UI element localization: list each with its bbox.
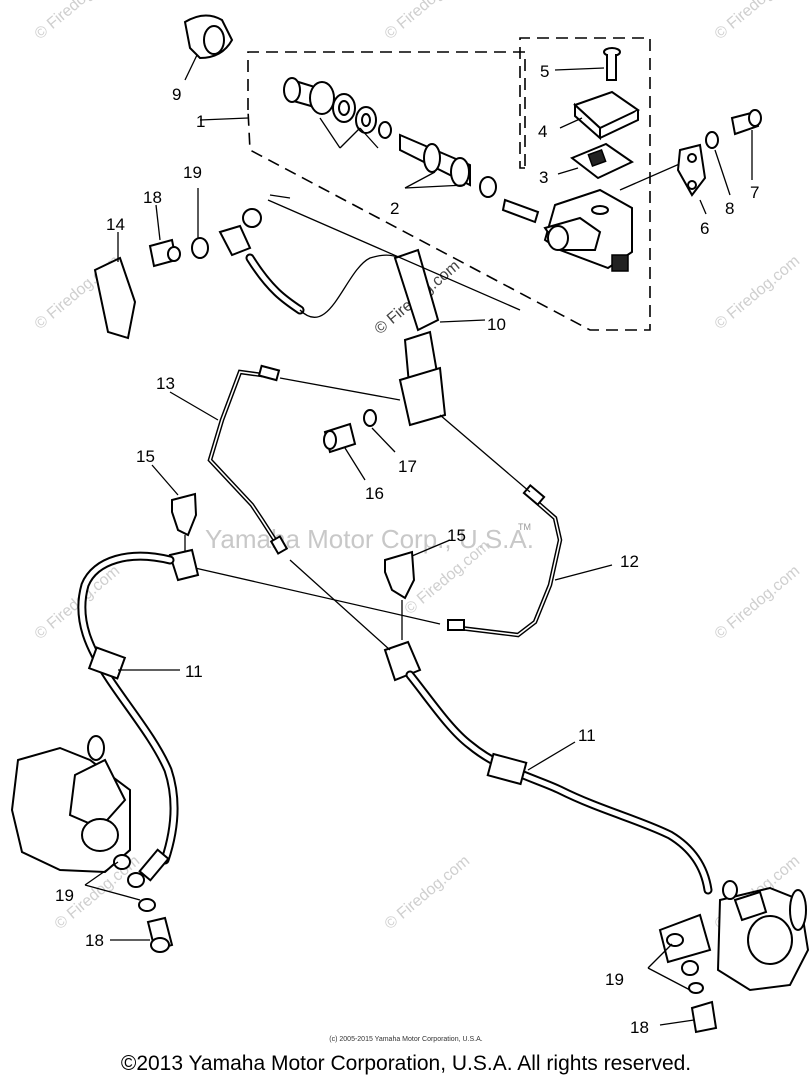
watermark-firedog: © Firedog.com	[382, 0, 473, 43]
clip-15-right	[384, 539, 451, 640]
callout-10: 10	[487, 315, 506, 334]
caliper-right	[658, 880, 810, 992]
watermark-trademark: TM	[518, 522, 531, 532]
clip-15-left	[151, 464, 198, 555]
hose-joint-center	[194, 559, 441, 682]
leader-line	[199, 117, 249, 121]
callout-18c: 18	[630, 1018, 649, 1037]
bolt-18-left	[110, 916, 174, 953]
bolt-16	[323, 422, 366, 481]
copper-washers	[191, 188, 262, 259]
callout-15a: 15	[136, 447, 155, 466]
callout-19a: 19	[183, 163, 202, 182]
watermark-yamaha: Yamaha Motor Corp., U.S.A.	[205, 524, 534, 554]
brake-pipe-12	[439, 414, 613, 638]
washer-17	[363, 409, 396, 453]
clamp	[676, 143, 707, 215]
screw	[554, 47, 621, 81]
master-cylinder-group-boundary	[247, 37, 651, 331]
washer	[705, 131, 731, 196]
callout-11a: 11	[185, 662, 203, 681]
union-bolt	[148, 204, 181, 268]
callout-7: 7	[750, 183, 759, 202]
callout-19b: 19	[55, 886, 74, 905]
callout-labels: 1 2 3 4 5 6 7 8 9 10 11 11 12 13 14 15 1…	[55, 62, 759, 1037]
callout-13: 13	[156, 374, 175, 393]
master-cylinder-body	[543, 154, 701, 272]
callout-18b: 18	[85, 931, 104, 950]
brake-hose-right	[405, 670, 713, 895]
reservoir-cover	[559, 90, 640, 141]
callout-5: 5	[540, 62, 549, 81]
callout-9: 9	[172, 85, 181, 104]
callout-19c: 19	[605, 970, 624, 989]
callout-4: 4	[538, 122, 547, 141]
watermark-layer: © Firedog.com © Firedog.com © Firedog.co…	[32, 0, 803, 933]
callout-15b: 15	[447, 526, 466, 545]
brake-pipe-13	[169, 364, 401, 555]
diaphragm	[557, 142, 634, 180]
watermark-firedog: © Firedog.com	[712, 562, 803, 643]
washer-19-left	[138, 898, 156, 912]
brake-hose-upper	[218, 194, 521, 427]
callout-12: 12	[620, 552, 639, 571]
copyright-small: (c) 2005-2015 Yamaha Motor Corporation, …	[329, 1036, 483, 1043]
callout-1: 1	[196, 112, 205, 131]
watermark-firedog: © Firedog.com	[32, 0, 123, 43]
hose-end-cover	[93, 232, 137, 340]
callout-6: 6	[700, 219, 709, 238]
washers-19-right	[647, 933, 704, 994]
callout-8: 8	[725, 199, 734, 218]
caliper-left	[10, 735, 141, 901]
bolt-18-right	[659, 1000, 718, 1034]
callout-17: 17	[398, 457, 417, 476]
callout-3: 3	[539, 168, 548, 187]
watermark-firedog: © Firedog.com	[712, 252, 803, 333]
watermark-firedog: © Firedog.com	[712, 0, 803, 43]
clamp-bolt	[730, 109, 762, 180]
watermark-firedog: © Firedog.com	[32, 562, 123, 643]
callout-11b: 11	[578, 726, 596, 745]
callout-16: 16	[365, 484, 384, 503]
callout-2: 2	[390, 199, 399, 218]
brake-hose-left	[77, 548, 200, 888]
callout-14: 14	[106, 215, 125, 234]
boot-cap	[183, 14, 234, 81]
piston-kit	[283, 77, 540, 224]
copyright-notice: ©2013 Yamaha Motor Corporation, U.S.A. A…	[120, 1052, 692, 1075]
callout-18a: 18	[143, 188, 162, 207]
watermark-firedog: © Firedog.com	[382, 852, 473, 933]
